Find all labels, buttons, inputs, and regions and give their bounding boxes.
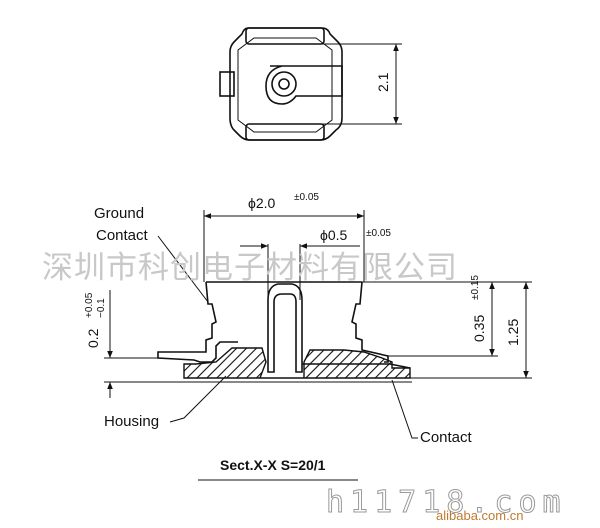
top-center-pin-outer <box>271 71 297 97</box>
leader-contact <box>391 379 418 439</box>
watermark-site-url: h11718.com <box>326 485 567 520</box>
total-height-value: 1.25 <box>505 319 521 346</box>
ground-contact-shell <box>157 281 389 363</box>
top-dim-height-label: 2.1 <box>375 72 391 92</box>
center-contact-pin <box>267 283 303 373</box>
section-title: Sect.X-X S=20/1 <box>220 457 326 473</box>
top-view: 2.1 <box>219 27 402 141</box>
top-body-inner-outline <box>237 37 333 133</box>
leader-housing <box>169 375 227 423</box>
top-lower-ground-tab <box>245 123 325 141</box>
callout-contact: Contact <box>420 429 473 446</box>
top-center-contact-lead <box>265 65 343 105</box>
top-upper-ground-tab <box>245 27 325 45</box>
center-contact-lead <box>302 363 411 369</box>
callout-ground-line1: Ground <box>94 205 144 222</box>
inner-height-value: 0.35 <box>471 315 487 342</box>
outer-diameter-tolerance: ±0.05 <box>294 192 319 203</box>
callout-housing: Housing <box>104 413 159 430</box>
pin-diameter-tolerance: ±0.05 <box>366 228 391 239</box>
left-height-tol-minus: −0.1 <box>96 298 107 318</box>
left-height-value: 0.2 <box>85 328 101 348</box>
leader-ground-contact <box>157 235 209 303</box>
watermark-company: 深圳市科创电子材料有限公司 <box>42 250 458 286</box>
section-view: ϕ2.0 ±0.05 ϕ0.5 ±0.05 0.2 +0.05 −0.1 0.3… <box>84 192 532 481</box>
top-center-pin-inner <box>278 78 290 90</box>
callout-ground-line2: Contact <box>96 227 149 244</box>
inner-height-tolerance: ±0.15 <box>470 275 481 300</box>
watermark-alibaba: alibaba.com.cn <box>436 508 523 523</box>
pin-diameter-label: ϕ0.5 <box>320 227 348 243</box>
top-left-tab <box>219 71 235 97</box>
left-height-tol-plus: +0.05 <box>84 292 95 318</box>
outer-diameter-label: ϕ2.0 <box>248 195 276 211</box>
